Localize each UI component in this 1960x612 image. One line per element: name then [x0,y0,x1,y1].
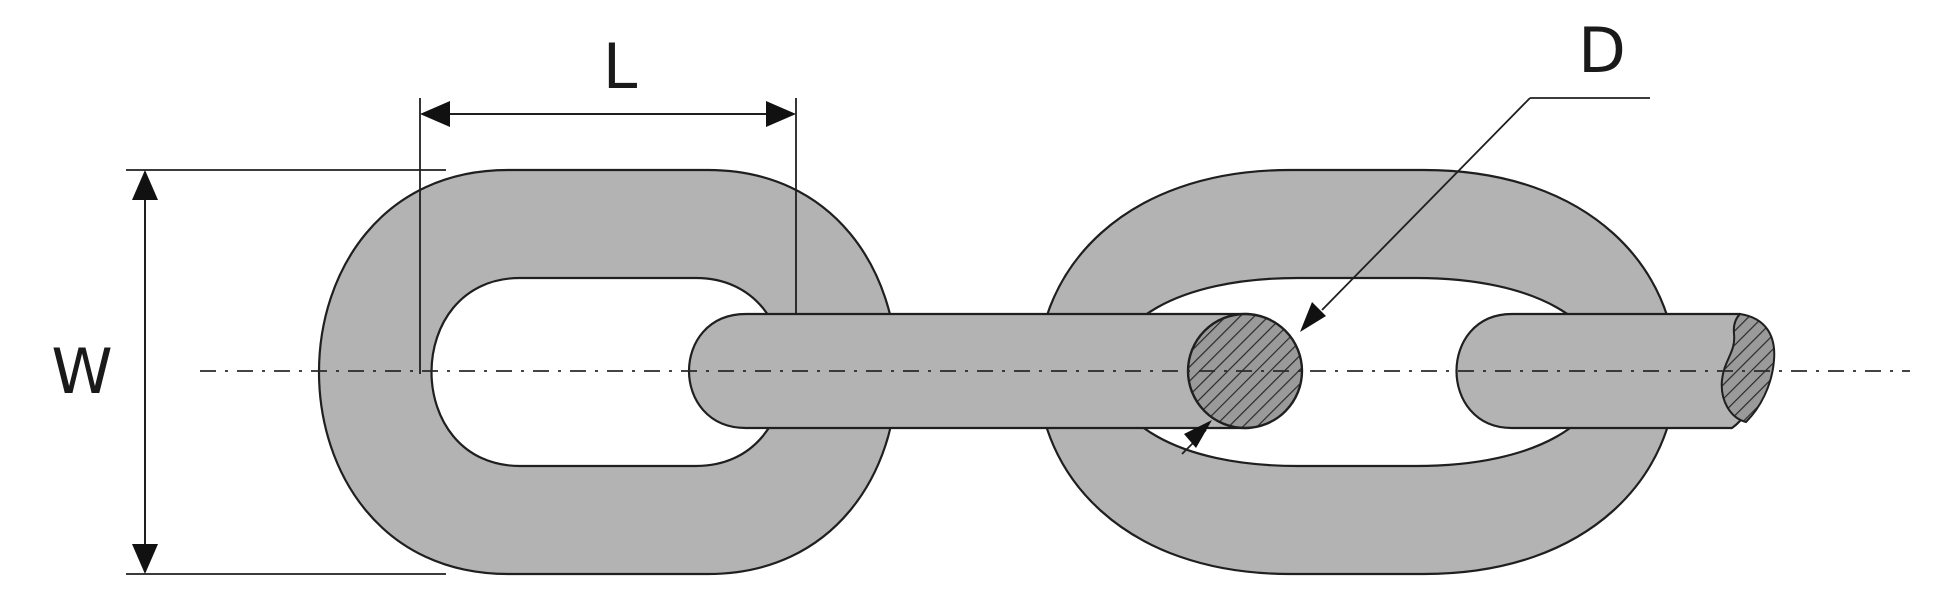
length-label: L [603,30,638,103]
chain-link-2-bar [688,312,1250,430]
diameter-leader-diagonal [1321,97,1531,311]
chain-link-2-body [688,312,1250,430]
diameter-arrowhead-top-icon [1300,302,1326,332]
width-label: W [51,335,112,408]
arrowhead-right-icon [766,101,796,127]
broken-end-section [1720,312,1776,424]
diameter-arrowhead-bottom-icon [1184,420,1212,448]
dimension-width: W [51,169,446,575]
arrowhead-top-icon [132,170,158,200]
arrowhead-bottom-icon [132,544,158,574]
dimension-diameter: D [1181,14,1650,455]
diameter-label: D [1578,14,1626,87]
dimension-length: L [419,30,797,374]
arrowhead-left-icon [420,101,450,127]
